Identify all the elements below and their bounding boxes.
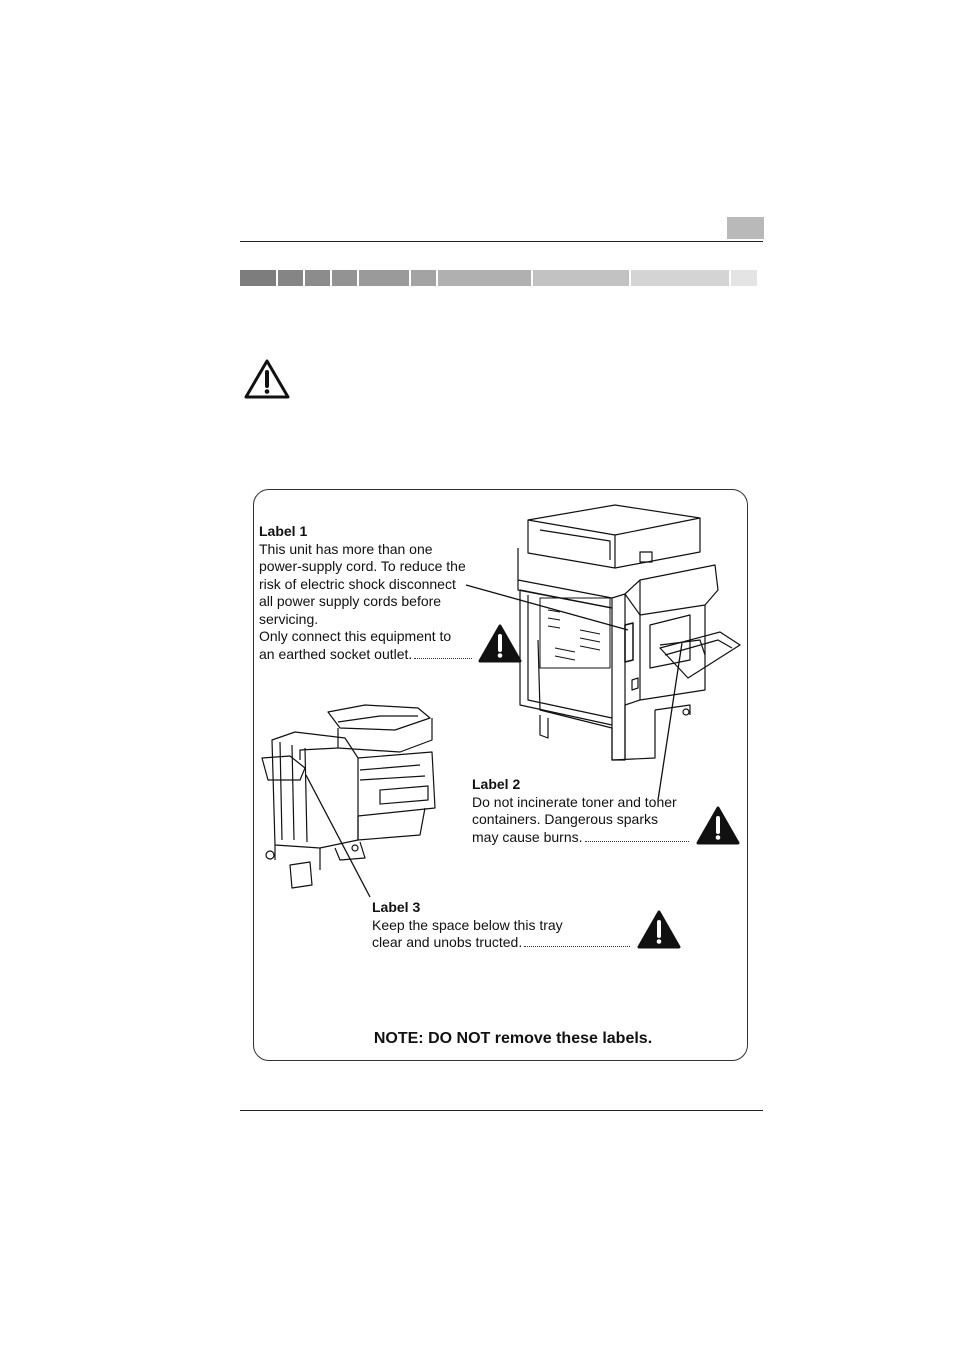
dotted-leader — [414, 657, 473, 659]
gradient-segment — [305, 270, 330, 286]
label-3-block: Label 3 Keep the space below this tray c… — [372, 899, 631, 952]
footer-rule — [240, 1110, 763, 1111]
label-2-line: Do not incinerate toner and toner — [472, 793, 677, 810]
label-1-block: Label 1 This unit has more than one powe… — [259, 523, 473, 664]
gradient-segment — [438, 270, 531, 286]
gradient-segment — [240, 270, 276, 286]
labels-panel — [253, 489, 748, 1061]
label-2-block: Label 2 Do not incinerate toner and tone… — [472, 776, 689, 846]
leader-line-label2 — [657, 642, 683, 801]
header-rule — [240, 241, 763, 242]
warning-triangle-filled-icon — [478, 624, 522, 663]
label-3-line: clear and unobs tructed. — [372, 934, 523, 950]
label-1-line: power-supply cord. To reduce the — [259, 558, 466, 574]
dotted-leader — [524, 946, 631, 947]
label-3-line: Keep the space below this tray — [372, 916, 563, 933]
copier-main-unit — [517, 504, 741, 761]
gradient-segment — [731, 270, 757, 286]
warning-triangle-filled-icon — [696, 806, 740, 845]
leader-line-label3 — [305, 774, 371, 898]
gradient-segment — [533, 270, 629, 286]
gradient-segment — [332, 270, 357, 286]
label-3-title: Label 3 — [372, 899, 421, 915]
gradient-segment — [359, 270, 409, 286]
dotted-leader — [584, 840, 689, 842]
label-1-line: an earthed socket outlet. — [259, 645, 413, 662]
gradient-segment — [411, 270, 436, 286]
label-1-line: servicing. — [259, 610, 319, 627]
label-2-line: containers. Dangerous sparks — [472, 811, 658, 827]
label-3-last-line: clear and unobs tructed. — [372, 934, 631, 952]
leader-line-label1 — [465, 584, 629, 631]
label-1-line: all power supply cords before — [259, 593, 442, 609]
label-2-last-line: may cause burns. — [472, 829, 689, 847]
label-1-line: risk of electric shock disconnect — [259, 575, 456, 592]
label-1-title: Label 1 — [259, 523, 308, 539]
section-gradient-bar — [240, 270, 763, 286]
note-text: NOTE: DO NOT remove these labels. — [373, 1030, 653, 1047]
chapter-tab — [727, 217, 764, 239]
label-1-last-line: an earthed socket outlet. — [259, 645, 473, 664]
label-2-line: may cause burns. — [472, 828, 583, 845]
label-1-line: This unit has more than one — [259, 540, 433, 557]
warning-triangle-outline-icon — [244, 359, 290, 399]
warning-triangle-filled-icon — [637, 910, 681, 949]
gradient-segment — [278, 270, 303, 286]
label-2-title: Label 2 — [472, 776, 521, 792]
label-1-line: Only connect this equipment to — [259, 628, 452, 644]
copier-with-finisher — [261, 704, 436, 889]
gradient-segment — [631, 270, 729, 286]
